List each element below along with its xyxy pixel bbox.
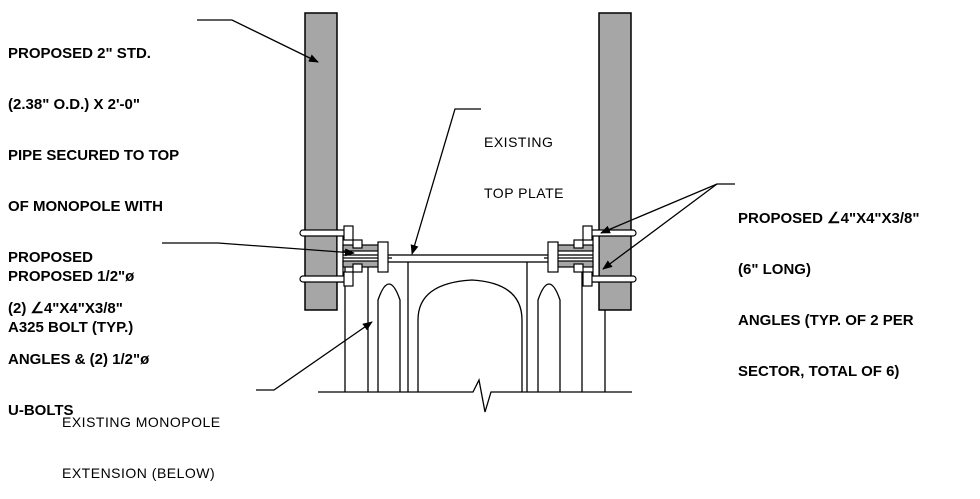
angles-callout-line: PROPOSED ∠4"X4"X3/8": [738, 210, 920, 227]
detail-drawing: [162, 12, 735, 413]
angles-leader-lower: [602, 183, 718, 270]
angles-callout-line: SECTOR, TOTAL OF 6): [738, 363, 900, 380]
bolt-callout-line: PROPOSED 1/2"ø: [8, 268, 135, 285]
top-plate-callout: EXISTING TOP PLATE: [484, 100, 564, 219]
monopole-callout-line: EXTENSION (BELOW): [62, 465, 216, 481]
pipe-callout-line: U-BOLTS: [8, 402, 74, 419]
pipe-callout-line: PIPE SECURED TO TOP: [8, 147, 180, 164]
pipe-callout-line: PROPOSED 2" STD.: [8, 45, 151, 62]
left-angle-assembly: [299, 225, 392, 287]
pipe-callout-line: ANGLES & (2) 1/2"ø: [8, 351, 150, 368]
bolt-leader: [162, 242, 355, 257]
angles-callout: PROPOSED ∠4"X4"X3/8" (6" LONG) ANGLES (T…: [738, 176, 920, 397]
pipe-callout-line: (2) ∠4"X4"X3/8": [8, 300, 123, 317]
pipe-callout: PROPOSED 2" STD. (2.38" O.D.) X 2'-0" PI…: [8, 11, 179, 436]
bolt-callout: PROPOSED 1/2"ø A325 BOLT (TYP.): [8, 234, 134, 353]
right-pipe: [598, 12, 632, 311]
top-plate-leader: [410, 108, 481, 255]
pipe-callout-line: PROPOSED: [8, 249, 94, 266]
top-plate-callout-line: TOP PLATE: [484, 185, 564, 201]
pipe-callout-line: OF MONOPOLE WITH: [8, 198, 163, 215]
bolt-callout-line: A325 BOLT (TYP.): [8, 319, 134, 336]
angles-callout-line: ANGLES (TYP. OF 2 PER: [738, 312, 914, 329]
left-pipe: [304, 12, 338, 311]
angles-callout-line: (6" LONG): [738, 261, 811, 278]
top-plate-callout-line: EXISTING: [484, 134, 554, 150]
right-angle-assembly: [544, 225, 637, 287]
pipe-leader: [197, 19, 319, 63]
monopole-leader: [256, 321, 373, 391]
monopole-callout: EXISTING MONOPOLE EXTENSION (BELOW): [62, 380, 221, 499]
pipe-callout-line: (2.38" O.D.) X 2'-0": [8, 96, 140, 113]
